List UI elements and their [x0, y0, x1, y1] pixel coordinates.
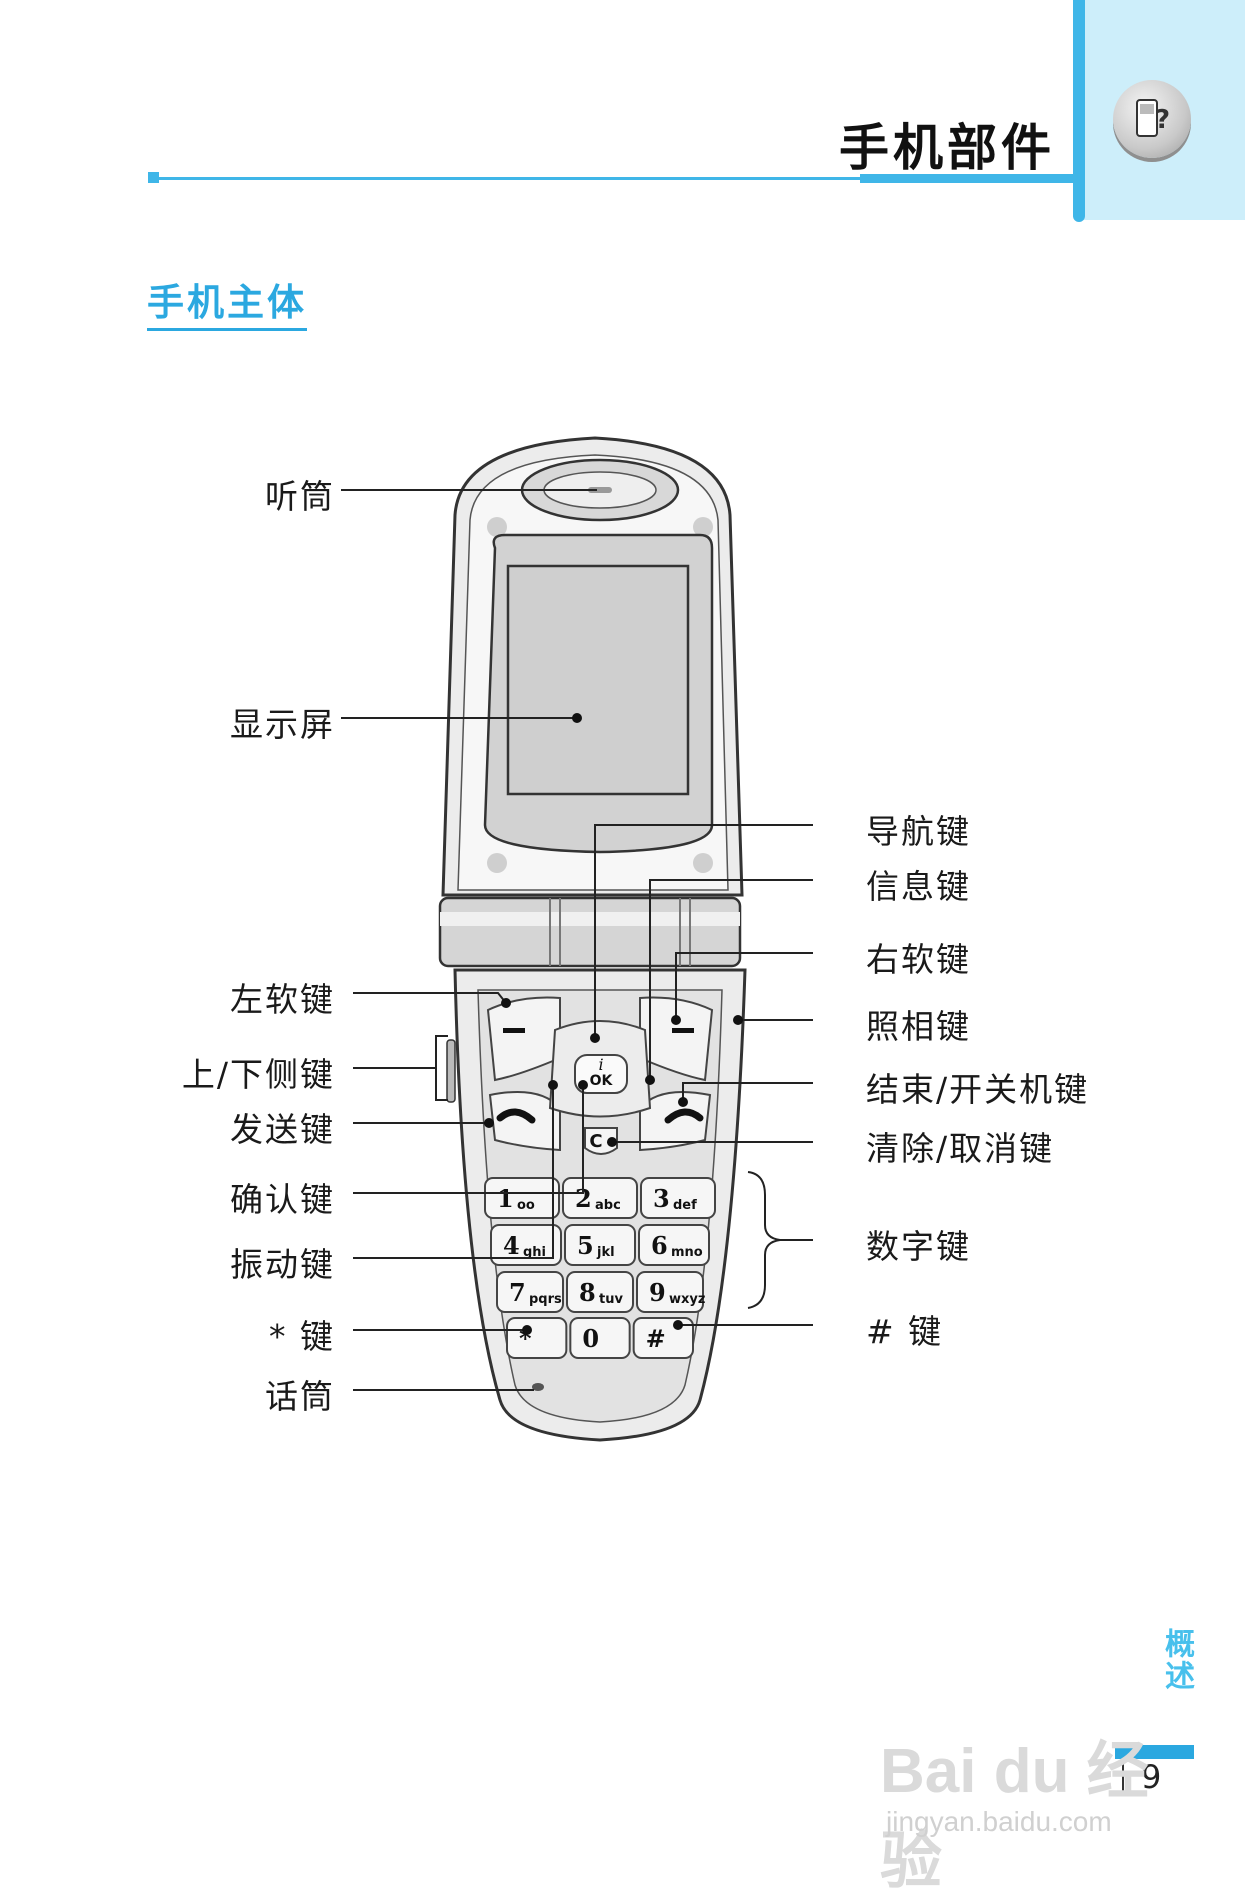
keypad-key [496, 1271, 564, 1313]
keypad-key-number: 7 [509, 1278, 526, 1307]
label-ok-key: 确认键 [230, 1180, 335, 1219]
label-camera-key: 照相键 [866, 1007, 971, 1046]
chapter-bar [1115, 1745, 1194, 1759]
clear-key-label: C [589, 1131, 602, 1152]
keypad-key-letters: def [673, 1198, 697, 1213]
label-right-soft-key: 右软键 [866, 940, 971, 979]
keypad-key-letters: abc [595, 1198, 621, 1213]
label-earpiece: 听筒 [265, 477, 335, 516]
keypad-key [569, 1317, 631, 1359]
keypad-key [636, 1271, 704, 1313]
keypad-key [566, 1271, 634, 1313]
header-rule [150, 177, 860, 180]
chapter-tab-edge [1073, 0, 1085, 222]
section-title: 手机主体 [147, 272, 307, 331]
keypad-key-letters: jkl [596, 1245, 615, 1260]
svg-text:?: ? [1155, 105, 1170, 135]
watermark-url: jingyan.baidu.com [886, 1806, 1112, 1837]
keypad-key-number: 8 [579, 1278, 596, 1307]
keypad-key [490, 1224, 562, 1266]
display-screen [506, 564, 690, 796]
side-keys-shape [446, 1039, 456, 1103]
microphone-hole [532, 1383, 544, 1391]
left-soft-key-mark [503, 1028, 525, 1033]
label-nav-key: 导航键 [866, 812, 971, 851]
label-display: 显示屏 [230, 705, 335, 744]
keypad-key [564, 1224, 636, 1266]
label-left-soft-key: 左软键 [230, 980, 335, 1019]
label-vibrate-key: 振动键 [230, 1245, 335, 1284]
keypad-key-letters: oo [517, 1198, 535, 1213]
clear-key-shape [584, 1127, 618, 1155]
keypad-key-letters: pqrs [529, 1292, 562, 1307]
label-send-key: 发送键 [230, 1110, 335, 1149]
help-phone-icon: ? [1113, 80, 1191, 158]
label-hash-key: # 键 [866, 1312, 944, 1351]
keypad-key [640, 1177, 716, 1219]
keypad-key [638, 1224, 710, 1266]
label-message-key: 信息键 [866, 867, 971, 906]
keypad-key-letters: wxyz [669, 1292, 705, 1307]
keypad-key-number: 5 [577, 1231, 594, 1260]
keypad-key-letters: ghi [523, 1245, 546, 1260]
keypad-key-number: 4 [503, 1231, 520, 1260]
keypad-key-number: 2 [575, 1184, 592, 1213]
chapter-label: 概述 [1159, 1628, 1194, 1692]
keypad-key-number: 0 [582, 1324, 599, 1353]
keypad-key-number: # [646, 1324, 666, 1353]
page-title: 手机部件 [839, 119, 1055, 177]
keypad-key-number: 1 [497, 1184, 514, 1213]
label-star-key: * 键 [269, 1317, 335, 1356]
keypad-key-letters: mno [671, 1245, 703, 1260]
label-side-keys: 上/下侧键 [181, 1055, 335, 1094]
page-number: 9 [1141, 1758, 1162, 1796]
label-end-power-key: 结束/开关机键 [866, 1070, 1090, 1109]
watermark: Bai du 经验 jingyan.baidu.com [880, 1690, 1180, 1896]
page-number-divider [1122, 1760, 1124, 1794]
keypad-key-letters: tuv [599, 1292, 623, 1307]
svg-text:i: i [598, 1055, 603, 1074]
keypad-key-number: 6 [651, 1231, 668, 1260]
ok-key-label: OK [590, 1073, 614, 1089]
header-rule-accent [860, 174, 1078, 183]
keypad-key [562, 1177, 638, 1219]
label-clear-key: 清除/取消键 [866, 1129, 1055, 1168]
keypad-key-number: 3 [653, 1184, 670, 1213]
keypad-key-number: 9 [649, 1278, 666, 1307]
label-number-keys: 数字键 [866, 1227, 971, 1266]
send-icon [496, 1108, 536, 1124]
end-icon [664, 1108, 704, 1124]
hinge [438, 896, 742, 968]
keypad-key [484, 1177, 560, 1219]
label-microphone: 话筒 [265, 1377, 335, 1416]
right-soft-key-mark [672, 1028, 694, 1033]
header-rule-marker [148, 172, 159, 183]
ok-key-shape [574, 1054, 628, 1094]
keypad-key [506, 1317, 568, 1359]
